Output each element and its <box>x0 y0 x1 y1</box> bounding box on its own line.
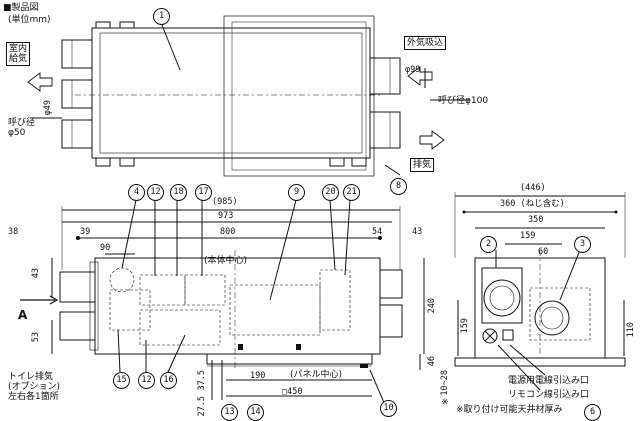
dim-190: 190 <box>250 371 266 381</box>
unit-label: (単位mm) <box>8 15 51 25</box>
dim-985: (985) <box>212 197 238 207</box>
panel-center-label: (パネル中心) <box>290 370 343 380</box>
callout-9: 9 <box>288 184 305 201</box>
callout-15: 17 <box>195 184 212 201</box>
callout-4: 4 <box>128 184 145 201</box>
callout-14: 16 <box>160 372 177 389</box>
callout-6: 6 <box>584 404 601 421</box>
callout-20: 13 <box>221 404 238 421</box>
panel-outline <box>206 353 373 365</box>
dim-38: 38 <box>8 227 19 237</box>
dim-49: φ49 <box>43 100 53 116</box>
dim-37-5: 37.5 <box>197 370 207 391</box>
top-body-outline <box>91 27 371 159</box>
callout-2: 2 <box>480 236 497 253</box>
outdoor-intake-label: 外気吸込 <box>404 36 447 50</box>
drawing-title: ■製品図 <box>3 3 39 13</box>
nominal-diameter-right: 呼び径φ100 <box>438 96 489 106</box>
callout-12a: 12 <box>147 184 164 201</box>
indoor-supply-label: 室内 給気 <box>6 42 31 66</box>
dim-350: 350 <box>528 215 544 225</box>
callout-18: 21 <box>343 184 360 201</box>
dim-27-5: 27.5 <box>197 396 207 417</box>
dim-110: 110 <box>626 322 636 338</box>
exhaust-label: 排気 <box>410 158 435 172</box>
dim-973: 973 <box>218 211 234 221</box>
dim-53: 53 <box>31 332 41 343</box>
dim-90: 90 <box>100 243 111 253</box>
dim-450: □450 <box>282 387 303 397</box>
dim-43: 43 <box>412 227 423 237</box>
callout-1: 1 <box>153 8 170 25</box>
dim-99: φ99 <box>405 65 421 75</box>
dim-800: 800 <box>220 227 236 237</box>
callout-13: 15 <box>113 372 130 389</box>
callout-10: 10 <box>380 400 397 417</box>
dim-240: 240 <box>427 298 437 314</box>
dim-360: 360 (ねじ含む) <box>500 199 565 209</box>
side-body-outline <box>94 257 381 355</box>
dim-60: 60 <box>538 247 549 257</box>
toilet-exhaust-label: トイレ排気 (オプション) 左右各1箇所 <box>8 372 61 402</box>
remote-inlet-label: リモコン線引込み口 <box>508 390 590 400</box>
callout-17: 20 <box>322 184 339 201</box>
power-inlet-label: 電源用電線引込み口 <box>508 376 590 386</box>
dim-159: 159 <box>520 231 536 241</box>
body-center-label: (本体中心) <box>204 256 248 266</box>
callout-3: 3 <box>574 236 591 253</box>
callout-12b: 12 <box>138 372 155 389</box>
ceiling-note-label: ※取り付け可能天井材厚み <box>456 405 563 415</box>
ceiling-range-label: ※10~28 <box>440 370 450 406</box>
dim-46: 46 <box>427 356 437 367</box>
callout-21: 14 <box>247 404 264 421</box>
dim-54: 54 <box>372 227 383 237</box>
dim-39: 39 <box>80 227 91 237</box>
nominal-diameter-left: 呼び径 φ50 <box>8 118 36 138</box>
dim-43-vertical: 43 <box>31 268 41 279</box>
view-a-label: A <box>18 308 28 322</box>
dim-446: (446) <box>520 183 546 193</box>
callout-16: 18 <box>170 184 187 201</box>
dim-159-vertical: 159 <box>460 318 470 334</box>
callout-8: 8 <box>390 178 407 195</box>
